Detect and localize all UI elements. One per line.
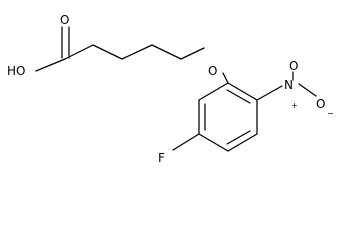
bond-ring-fluorine: [172, 133, 200, 151]
bond-nitro-n-o-right: [298, 83, 317, 97]
ether-oxygen-label: O: [208, 64, 217, 78]
nitro-nitrogen-label: N: [284, 78, 293, 92]
carbonyl-oxygen-label: O: [60, 13, 69, 27]
substituent-bonds: [172, 71, 317, 151]
ring-bond-1: [227, 82, 258, 101]
hydroxyl-label: HO: [7, 64, 25, 78]
bond-c4-c5: [151, 44, 182, 60]
benzene-ring: [198, 82, 258, 152]
nitro-oxygen-top-label: O: [289, 59, 298, 73]
ring-bond-3: [227, 133, 258, 152]
bond-c1-c2: [64, 44, 94, 60]
nitro-plus-charge: +: [291, 101, 298, 110]
fluorine-label: F: [158, 151, 165, 165]
bond-c5-ether-o: [180, 47, 205, 60]
ring-inner-bond-1: [226, 89, 251, 104]
nitro-oxygen-right-label: O: [316, 97, 325, 111]
ring-inner-bond-2: [226, 130, 251, 145]
ring-bond-4: [198, 133, 229, 152]
carboxylic-acid-chain: [35, 26, 229, 84]
bond-ring-nitro-n: [256, 85, 283, 101]
bond-c2-c3: [92, 44, 123, 60]
ring-bond-6: [198, 82, 229, 101]
bond-c3-c4: [121, 44, 153, 60]
bond-c1-hydroxyl: [35, 58, 66, 72]
bond-ether-o-ring: [222, 72, 229, 84]
nitro-minus-charge: −: [327, 109, 334, 118]
molecule-structure: HO O O N + O O − F: [7, 13, 334, 165]
